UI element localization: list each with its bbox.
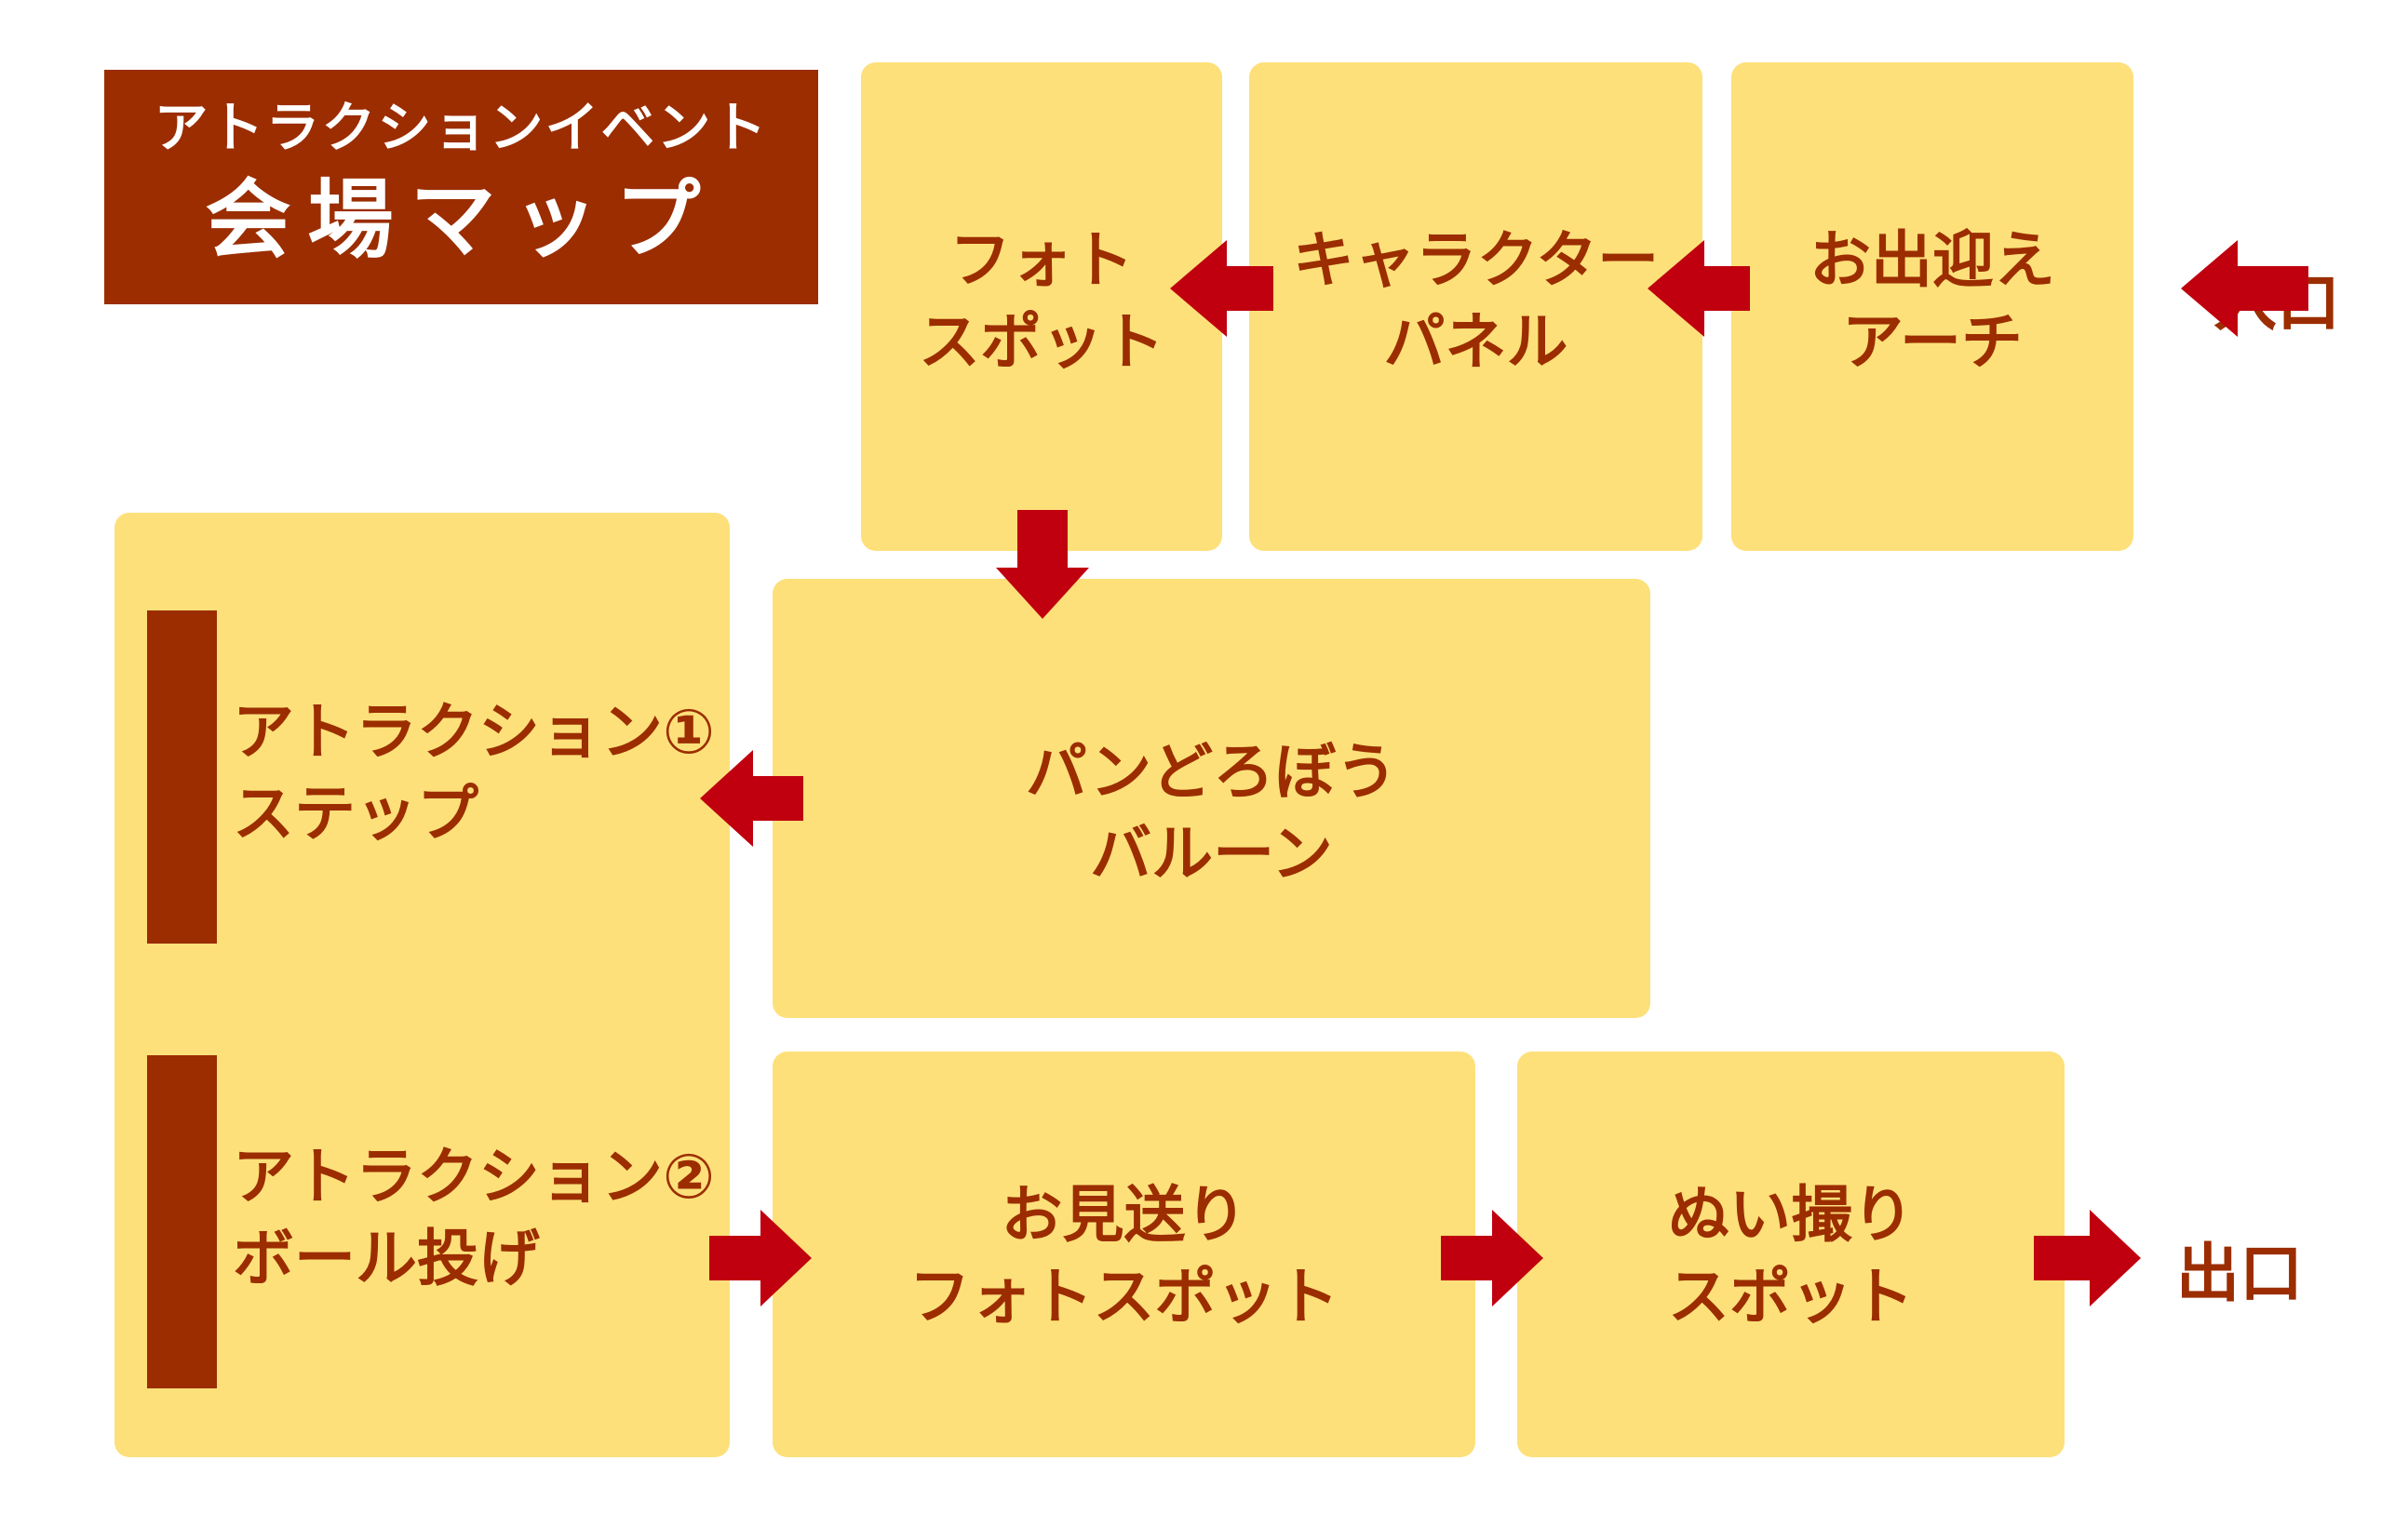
character-panel-label: キャラクター パネル — [1249, 220, 1702, 383]
plush-photo-box — [1517, 1052, 2065, 1457]
attraction2-line2: ボール投げ — [233, 1223, 540, 1294]
attraction1-line1: アトラクション① — [233, 696, 715, 768]
arrow-arch-to-character — [1648, 240, 1750, 337]
attraction1-marker-bar — [147, 610, 217, 944]
exit-label: 出口 — [2176, 1238, 2304, 1311]
character-panel-box — [1249, 62, 1702, 551]
welcome-arch-line2: アーチ — [1841, 306, 2024, 378]
arrow-attractions-to-farewell — [709, 1210, 812, 1306]
attractions-box — [114, 513, 730, 1457]
character-panel-line2: パネル — [1383, 306, 1568, 378]
farewell-photo-line1: お見送り — [1001, 1179, 1247, 1251]
farewell-photo-line2: フォトスポット — [908, 1261, 1339, 1333]
title-subtitle: アトラクションイベント — [154, 96, 769, 159]
photo-spot-label: フォト スポット — [861, 220, 1222, 383]
bread-balloon-box — [773, 579, 1650, 1018]
arrow-character-to-photo — [1170, 240, 1273, 337]
attraction1-line2: ステップ — [233, 778, 478, 850]
attraction2-line1: アトラクション② — [233, 1141, 715, 1213]
arrow-farewell-to-plush — [1441, 1210, 1543, 1306]
bread-balloon-label: パンどろぼう バルーン — [773, 731, 1650, 895]
attraction2-label: アトラクション② ボール投げ — [233, 1136, 715, 1300]
bread-balloon-line1: パンどろぼう — [1025, 736, 1398, 808]
attraction2-marker-bar — [147, 1055, 217, 1388]
plush-photo-line1: ぬい撮り — [1668, 1179, 1914, 1251]
welcome-arch-box — [1731, 62, 2133, 551]
attraction1-label: アトラクション① ステップ — [233, 691, 715, 855]
title-main: 会場マップ — [205, 170, 718, 270]
arrow-balloon-to-attractions — [700, 750, 803, 847]
farewell-photo-box — [773, 1052, 1475, 1457]
plush-photo-line2: スポット — [1668, 1261, 1914, 1333]
arrow-plush-to-exit — [2034, 1210, 2141, 1306]
farewell-photo-label: お見送り フォトスポット — [773, 1174, 1475, 1338]
welcome-arch-line1: お出迎え — [1809, 224, 2055, 296]
welcome-arch-label: お出迎え アーチ — [1731, 220, 2133, 383]
photo-spot-line1: フォト — [949, 224, 1134, 296]
photo-spot-line2: スポット — [919, 306, 1164, 378]
arrow-photo-to-balloon — [996, 510, 1089, 619]
map-title-banner: アトラクションイベント 会場マップ — [104, 70, 818, 304]
arrow-entrance-to-arch — [2181, 240, 2308, 337]
character-panel-line1: キャラクター — [1292, 224, 1660, 296]
bread-balloon-line2: バルーン — [1090, 818, 1333, 890]
plush-photo-label: ぬい撮り スポット — [1517, 1174, 2065, 1338]
photo-spot-box — [861, 62, 1222, 551]
